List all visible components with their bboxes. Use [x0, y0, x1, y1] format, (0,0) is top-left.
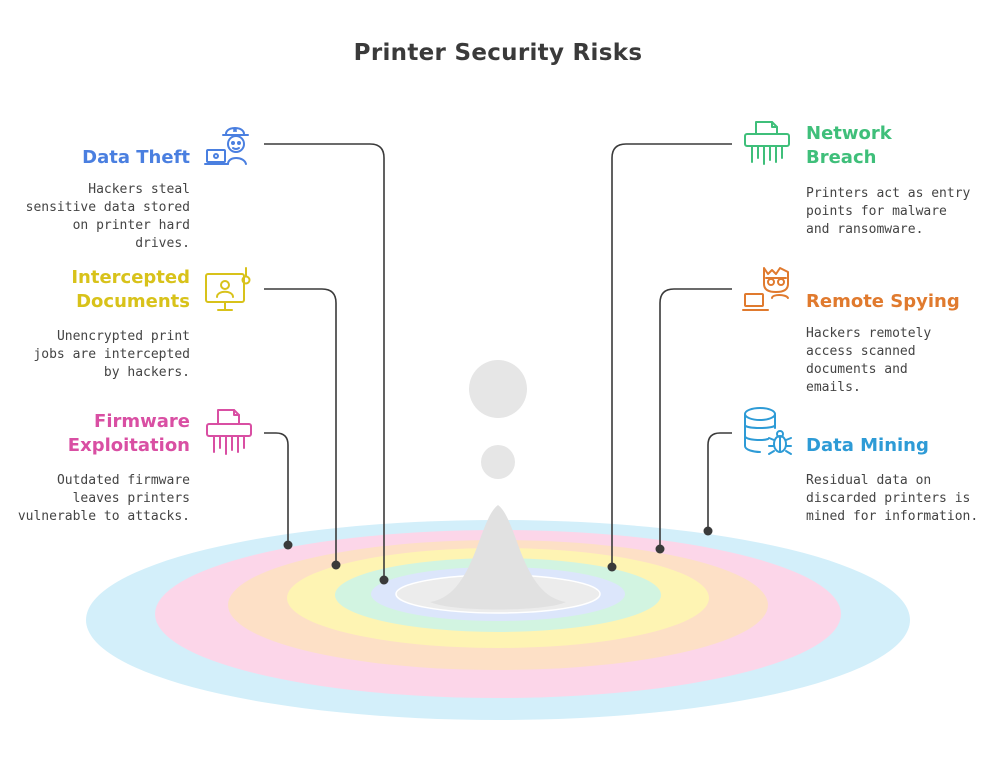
connector-firmware-exploitation	[264, 432, 289, 545]
droplet-small	[481, 445, 515, 479]
label-line: Network	[806, 123, 892, 144]
label-line: Documents	[76, 291, 190, 312]
desc-line: Hackers steal	[88, 182, 190, 197]
connector-dot	[283, 540, 293, 550]
connector-data-mining	[707, 432, 732, 531]
desc-line: leaves printers	[72, 491, 190, 506]
desc-line: Hackers remotely	[806, 326, 932, 341]
connector-network-breach	[611, 143, 732, 567]
label-line: Remote Spying	[806, 291, 960, 312]
masked-spy-icon	[742, 267, 789, 311]
connector-dot	[331, 560, 341, 570]
desc-line: jobs are intercepted	[33, 347, 190, 362]
desc-intercepted-documents: Unencrypted print jobs are intercepted b…	[33, 328, 190, 382]
desc-line: documents and	[806, 362, 908, 377]
desc-line: discarded printers is	[806, 491, 971, 506]
desc-network-breach: Printers act as entry points for malware…	[806, 185, 970, 239]
connector-dot	[703, 526, 713, 536]
label-remote-spying: Remote Spying	[806, 290, 960, 314]
label-line: Exploitation	[67, 435, 190, 456]
shredder-network-icon	[744, 121, 790, 165]
desc-remote-spying: Hackers remotely access scanned document…	[806, 325, 931, 397]
label-firmware-exploitation: Firmware Exploitation	[68, 410, 190, 458]
desc-data-mining: Residual data on discarded printers is m…	[806, 472, 978, 526]
desc-line: points for malware	[806, 204, 947, 219]
connector-dot	[379, 575, 389, 585]
shredder-icon	[206, 409, 252, 455]
label-intercepted-documents: Intercepted Documents	[71, 266, 190, 314]
desc-line: and ransomware.	[806, 222, 924, 237]
label-data-mining: Data Mining	[806, 434, 929, 458]
desc-line: access scanned	[806, 344, 916, 359]
connector-dot	[655, 544, 665, 554]
droplet-large	[469, 360, 527, 418]
desc-line: Printers act as entry	[806, 186, 971, 201]
desc-line: Outdated firmware	[56, 473, 190, 488]
desc-data-theft: Hackers steal sensitive data stored on p…	[26, 181, 190, 253]
label-line: Breach	[806, 147, 877, 168]
desc-line: on printer hard	[72, 218, 190, 233]
connector-remote-spying	[659, 288, 732, 549]
desc-line: Unencrypted print	[56, 329, 190, 344]
desc-line: drives.	[135, 236, 190, 251]
splash-shape	[430, 505, 566, 610]
database-bug-icon	[744, 407, 792, 455]
hacker-laptop-icon	[204, 127, 249, 165]
desc-line: emails.	[806, 380, 861, 395]
desc-line: vulnerable to attacks.	[17, 509, 190, 524]
label-data-theft: Data Theft	[82, 146, 190, 170]
desc-line: Residual data on	[806, 473, 932, 488]
desc-firmware-exploitation: Outdated firmware leaves printers vulner…	[18, 472, 190, 526]
desc-line: sensitive data stored	[25, 200, 190, 215]
label-line: Data Theft	[82, 147, 190, 168]
label-line: Intercepted	[71, 267, 190, 288]
label-line: Data Mining	[806, 435, 929, 456]
connector-intercepted-documents	[264, 288, 337, 565]
desc-line: mined for information.	[806, 509, 979, 524]
connector-dot	[607, 562, 617, 572]
label-line: Firmware	[94, 411, 190, 432]
desc-line: by hackers.	[103, 365, 190, 380]
monitor-hook-icon	[205, 267, 251, 311]
connector-data-theft	[264, 143, 385, 580]
label-network-breach: Network Breach	[806, 122, 892, 170]
page-title: Printer Security Risks	[353, 40, 643, 66]
